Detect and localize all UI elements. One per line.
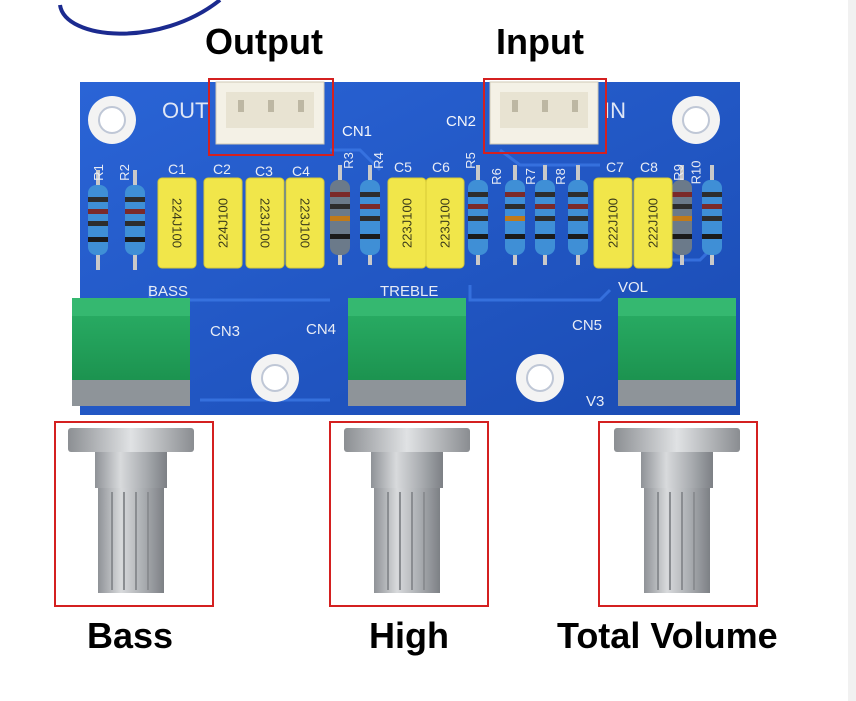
capacitor-mark: 222J100 [605,198,621,248]
silk-c7: C7 [606,159,624,175]
resistors [88,165,722,270]
high-label: High [369,615,449,656]
silk-c5: C5 [394,159,412,175]
silk-bass: BASS [148,283,189,300]
silk-cn2: CN2 [446,113,477,130]
silk-r7: R7 [522,168,538,185]
total-volume-label: Total Volume [557,615,778,656]
input-label: Input [496,21,584,62]
input-connector-highlight [483,78,607,154]
silk-cn1: CN1 [342,123,373,140]
silk-c1: C1 [168,161,186,177]
capacitor-mark: 224J100 [215,198,231,248]
silk-c3: C3 [255,163,273,179]
silk-r8: R8 [552,168,568,185]
silk-cn4: CN4 [306,321,337,338]
silk-c4: C4 [292,163,310,179]
pot-shafts [68,428,740,593]
silk-vol: VOL [618,279,649,296]
silk-r9: R9 [670,164,686,181]
silk-cn5: CN5 [572,317,603,334]
capacitor-mark: 223J100 [257,198,273,248]
silk-r10: R10 [688,160,704,185]
capacitor-mark: 223J100 [437,198,453,248]
bass-label: Bass [87,615,174,656]
silk-r4: R4 [370,152,386,169]
connectors [215,81,599,145]
capacitor-mark: 223J100 [297,198,313,248]
potentiometers [72,298,736,406]
silk-in: IN [604,98,626,123]
capacitor-mark: 223J100 [399,198,415,248]
volume-knob-highlight [598,421,758,607]
silk-c2: C2 [213,161,231,177]
mounting-holes [88,96,720,402]
high-knob-highlight [329,421,489,607]
silk-out: OUT [162,98,209,123]
silk-treble: TREBLE [380,283,439,300]
silk-v3: V3 [586,393,605,410]
output-connector-highlight [208,78,334,156]
silk-c8: C8 [640,159,658,175]
silk-r5: R5 [462,152,478,169]
silk-cn3: CN3 [210,323,241,340]
silk-r6: R6 [488,168,504,185]
silk-c6: C6 [432,159,450,175]
output-label: Output [205,21,323,62]
capacitor-mark: 224J100 [169,198,185,248]
silk-r1: R1 [90,164,106,181]
page-edge [848,0,856,701]
silk-r2: R2 [116,164,132,181]
capacitor-mark: 222J100 [645,198,661,248]
silk-r3: R3 [340,152,356,169]
capacitors [157,177,673,269]
logo-swoosh-icon [58,0,222,36]
bass-knob-highlight [54,421,214,607]
